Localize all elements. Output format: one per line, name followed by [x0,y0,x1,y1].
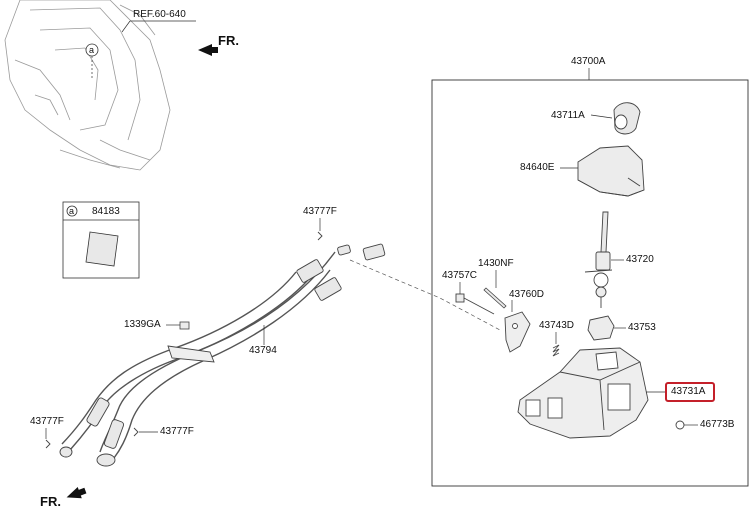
assembly-box [431,79,749,487]
body-panel-drawing [4,0,171,171]
assembly-label: 43700A [571,56,606,67]
cable-end-fittings [59,243,386,467]
part-label-1339GA: 1339GA [124,319,161,330]
clip-43777F-left-icon [45,439,51,449]
reference-label: REF.60-640 [133,9,186,20]
inset-marker-circle [66,205,78,217]
marker-a-label: a [89,45,95,55]
part-label-1430NF: 1430NF [478,258,514,269]
part-label-43777F-bottom: 43777F [160,426,194,437]
clip-43777F-top-icon [317,231,323,241]
cable-bracket-drawing [167,345,215,363]
part-label-43760D: 43760D [509,289,545,300]
part-label-43711A: 43711A [551,110,585,121]
fr-arrow-top-icon [198,44,218,56]
shift-knob-drawing [613,102,641,135]
fr-arrow-bottom-icon [66,486,87,499]
clip-43777F-bottom-icon [133,427,139,437]
bracket-drawing [504,311,531,353]
inset-marker-label: a [69,206,75,216]
boot-drawing [577,145,645,197]
lever-drawing [584,211,613,308]
bolt-1339GA-icon [179,321,190,330]
inset-part-label: 84183 [92,206,120,217]
part-label-43731A: 43731A [671,386,706,397]
pin-1430NF-icon [483,287,507,309]
part-label-43777F-left: 43777F [30,416,64,427]
bolt-43757C-drawing [455,293,495,315]
part-label-43720: 43720 [626,254,654,265]
part-label-46773B: 46773B [700,419,735,430]
base-housing-drawing [517,347,649,439]
part-label-84640E: 84640E [520,162,555,173]
bushing-drawing [587,315,615,341]
highlight-43731A[interactable] [665,382,715,402]
part-label-43753: 43753 [628,322,656,333]
cable-connection-dashed [349,259,501,331]
ring-46773B-icon [675,420,685,430]
part-label-43757C: 43757C [442,270,478,281]
pad-84183-icon [85,231,119,267]
part-label-43777F-top: 43777F [303,206,337,217]
part-label-43743D: 43743D [539,320,575,331]
spring-clip-drawing [552,344,560,357]
reference-leader [121,20,196,33]
part-label-43794: 43794 [249,345,277,356]
fr-label-bottom: FR. [40,494,61,509]
fr-label-top: FR. [218,33,239,48]
